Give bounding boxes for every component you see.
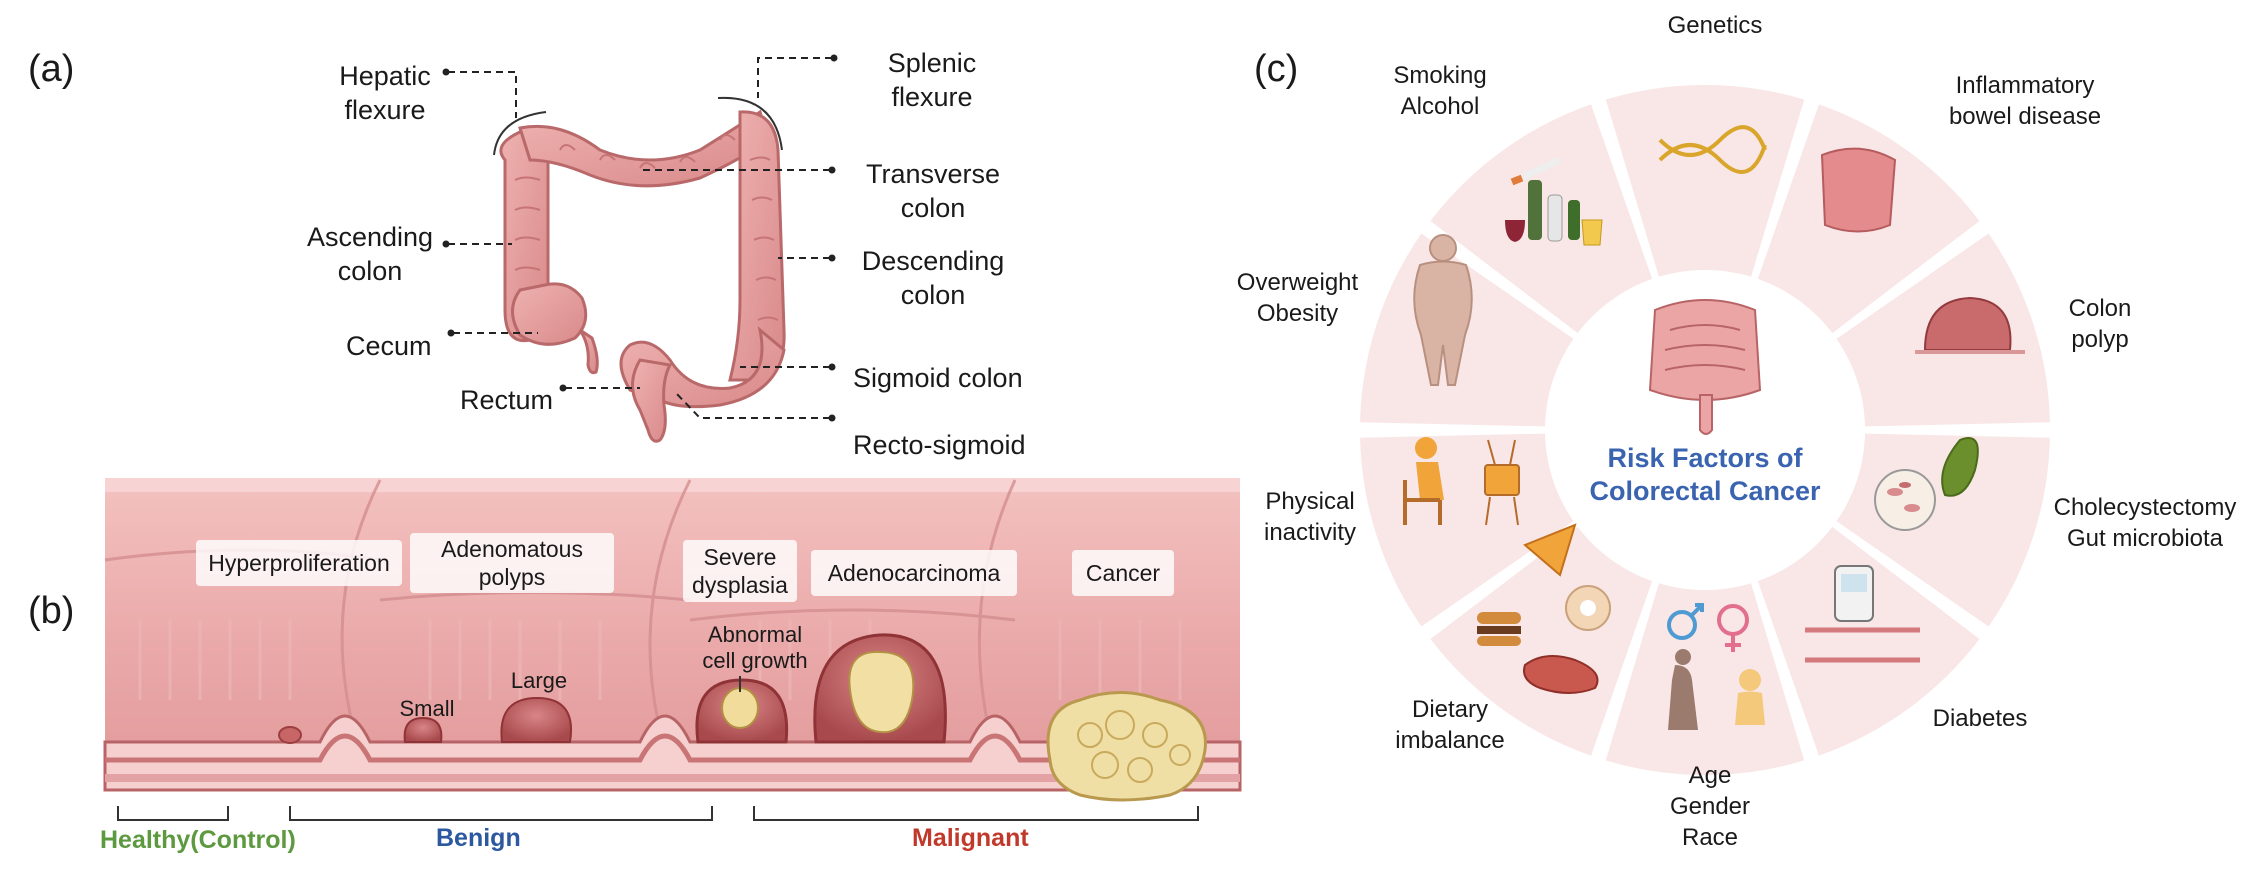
panel-c-label: (c) [1254, 48, 1299, 90]
adenocarcinoma-core [848, 650, 915, 734]
factor-colon-polyp: Colon polyp [2068, 295, 2132, 353]
haustra-lines [514, 134, 779, 321]
diabetes-glucometer-icon [1805, 565, 1920, 663]
wheel-segment-diet [1430, 526, 1653, 756]
elderly-and-baby-icon [1668, 649, 1765, 730]
category-brackets [117, 806, 1199, 821]
factor-smoking-alcohol: Smoking Alcohol [1393, 62, 1487, 120]
leader-dots [442, 54, 838, 422]
label-sigmoid-colon: Sigmoid colon [853, 363, 1023, 393]
factor-genetics: Genetics [1667, 12, 1763, 39]
tiny-lesion [278, 726, 302, 744]
mucosa-lining [103, 714, 1242, 792]
wheel-segment-diabetes [1757, 526, 1980, 756]
wall-top-band [105, 478, 1240, 492]
colon-illustration [499, 109, 786, 443]
gender-symbols-icon [1667, 603, 1749, 652]
label-abnormal-cell-growth: Abnormal cell growth [702, 622, 808, 673]
muscle-layer [105, 733, 1240, 763]
leader-lines [448, 57, 832, 419]
inactivity-icon [1403, 437, 1520, 526]
label-hepatic-flexure: Hepatic flexure [339, 61, 431, 125]
label-ascending-colon: Ascending colon [306, 222, 434, 286]
panel-b-label: (b) [28, 590, 75, 632]
label-cecum: Cecum [346, 331, 432, 361]
factor-cholecystectomy: Cholecystectomy Gut microbiota [2053, 494, 2237, 552]
stage-hyperproliferation: Hyperproliferation [196, 540, 402, 586]
category-malignant: Malignant [912, 824, 1029, 852]
label-transverse-colon: Transverse colon [865, 159, 1001, 223]
factor-physical-inactivity: Physical inactivity [1263, 488, 1357, 546]
splenic-arc [717, 96, 783, 151]
factor-age-gender-race: Age Gender Race [1669, 762, 1751, 851]
stage-adenocarcinoma: Adenocarcinoma [811, 550, 1017, 596]
large-polyp [500, 696, 572, 743]
factor-ibd: Inflammatory bowel disease [1948, 72, 2102, 130]
label-small: Small [399, 696, 455, 721]
category-healthy: Healthy(Control) [100, 826, 296, 854]
stage-cancer: Cancer [1072, 550, 1174, 596]
label-splenic-flexure: Splenic flexure [887, 48, 977, 112]
stage-adenomatous-polyps: Adenomatous polyps [410, 533, 614, 593]
wheel-segment-physical [1360, 433, 1574, 627]
wheel-title: Risk Factors of Colorectal Cancer [1589, 443, 1821, 506]
factor-diabetes: Diabetes [1932, 705, 2028, 732]
label-large: Large [510, 668, 568, 693]
label-rectum: Rectum [460, 385, 554, 415]
factor-dietary-imbalance: Dietary imbalance [1395, 696, 1505, 754]
cancer-mass [1046, 691, 1207, 802]
genetics-dna-icon [1658, 125, 1767, 174]
wheel-segment-age [1605, 583, 1805, 775]
factor-overweight-obesity: Overweight Obesity [1236, 269, 1359, 327]
small-polyp [403, 716, 443, 743]
smoking-alcohol-icon [1505, 156, 1603, 246]
label-recto-sigmoid: Recto-sigmoid [853, 430, 1026, 460]
colon-polyp-icon [1915, 296, 2025, 354]
ibd-intestine-icon [1820, 147, 1897, 233]
gut-microbiota-icon [1874, 437, 1979, 531]
center-intestine-icon [1648, 299, 1762, 435]
category-benign: Benign [436, 824, 521, 852]
stage-severe-dysplasia: Severe dysplasia [683, 540, 797, 602]
cancer-texture [1077, 710, 1191, 783]
obesity-figure-icon [1413, 234, 1473, 386]
label-descending-colon: Descending colon [861, 246, 1005, 310]
hepatic-arc [493, 111, 547, 156]
panel-a-label: (a) [28, 48, 75, 90]
food-icons [1477, 523, 1611, 694]
